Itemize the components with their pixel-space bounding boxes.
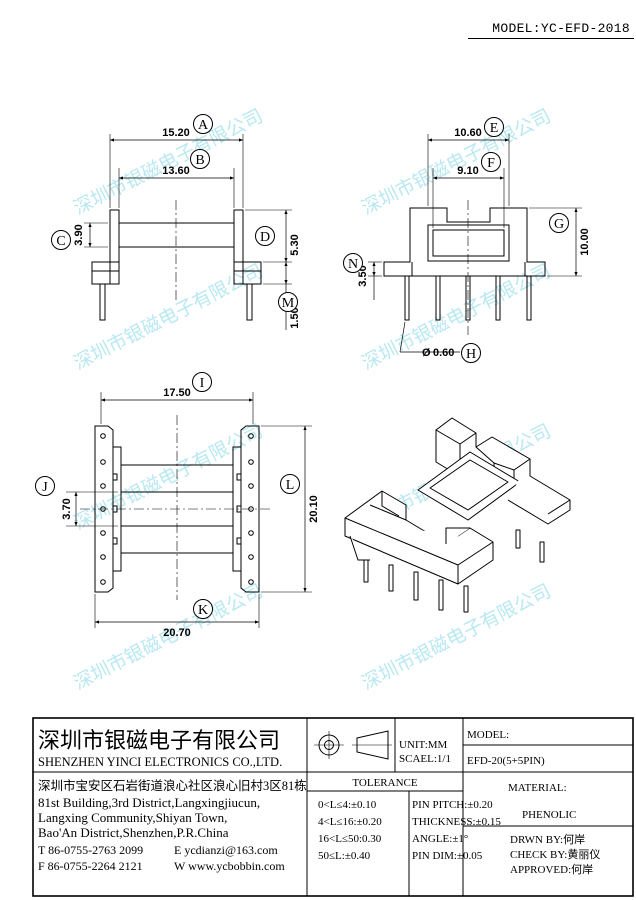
dim-value-g: 10.00: [579, 228, 591, 256]
spec-thickness: THICKNESS:±0.15: [412, 816, 501, 828]
model-underline: [468, 38, 634, 39]
side-view: [84, 134, 292, 330]
tolerance-row-2: 4<L≤16:±0.20: [318, 816, 382, 828]
dim-label-k: K: [198, 603, 208, 618]
dim-label-n-circle: [343, 253, 363, 273]
dim-symbol-h: Ø: [422, 347, 431, 359]
approved-by: APPROVED:何岸: [510, 863, 593, 876]
address-en-line-3: Bao'An District,Shenzhen,P.R.China: [38, 825, 229, 840]
dim-value-d: 5.30: [289, 234, 301, 255]
dim-value-l: 20.10: [308, 495, 320, 523]
address-en-line-2: Langxing Community,Shiyan Town,: [38, 810, 227, 825]
dim-label-c-circle: [51, 230, 71, 250]
dim-value-m: 1.50: [289, 307, 301, 328]
front-view: [368, 134, 582, 353]
check-by: CHECK BY:黄丽仪: [510, 847, 600, 861]
dim-label-m-circle: [278, 292, 298, 312]
dim-label-m: M: [282, 296, 295, 311]
company-name-en: SHENZHEN YINCI ELECTRONICS CO.,LTD.: [38, 755, 282, 769]
watermark: 深圳市银磁电子有限公司: [358, 580, 554, 694]
address-cn: 深圳市宝安区石岩街道浪心社区浪心旧村3区81栋: [38, 778, 307, 793]
tolerance-row-3: 16<L≤50:0.30: [318, 833, 382, 845]
scale: SCAEL:1/1: [399, 753, 451, 765]
dim-label-c: C: [56, 234, 65, 249]
phone: T 86-0755-2763 2099: [38, 843, 143, 857]
fax: F 86-0755-2264 2121: [38, 859, 143, 873]
material-value: PHENOLIC: [522, 809, 576, 821]
dim-label-k-circle: [193, 599, 213, 619]
dim-label-l: L: [286, 478, 295, 493]
dim-value-a: 15.20: [162, 127, 190, 139]
dim-value-n: 3.50: [357, 265, 369, 286]
tolerance-title: TOLERANCE: [352, 777, 417, 789]
dim-label-b-circle: [190, 149, 210, 169]
dim-value-f: 9.10: [457, 165, 478, 177]
tolerance-row-4: 50≤L:±0.40: [318, 850, 371, 862]
dim-label-j-circle: [35, 476, 55, 496]
dim-label-i-circle: [192, 372, 212, 392]
bottom-view-dimension-texts: 17.50 3.70 20.10 20.70: [61, 387, 320, 639]
dimension-label-letters: A B C D M E F G N H I J L K: [42, 118, 564, 618]
dim-label-g-circle: [549, 213, 569, 233]
dim-value-i: 17.50: [163, 387, 191, 399]
dim-label-h-circle: [461, 343, 481, 363]
isometric-view: [344, 417, 571, 613]
email: E ycdianzi@163.com: [174, 843, 278, 857]
dim-value-j: 3.70: [61, 498, 73, 519]
spec-pin-dim: PIN DIM:±0.05: [412, 850, 483, 862]
watermark: 深圳市银磁电子有限公司: [70, 105, 266, 219]
dim-label-f-circle: [481, 152, 501, 172]
dim-label-d: D: [260, 230, 270, 245]
dim-label-j: J: [42, 480, 48, 495]
model-label: MODEL:: [467, 729, 509, 741]
watermark: 深圳市银磁电子有限公司: [358, 105, 554, 219]
dim-label-e-circle: [484, 117, 504, 137]
dim-label-d-circle: [255, 226, 275, 246]
dim-label-n: N: [348, 257, 358, 272]
dim-value-k: 20.70: [163, 627, 191, 639]
address-en-line-1: 81st Building,3rd District,Langxingjiucu…: [38, 795, 260, 810]
dim-label-h: H: [466, 347, 476, 362]
dim-value-e: 10.60: [454, 127, 482, 139]
website: W www.ycbobbin.com: [174, 859, 285, 873]
dim-label-l-circle: [280, 474, 300, 494]
dim-value-c: 3.90: [73, 224, 85, 245]
dim-value-b: 13.60: [162, 165, 190, 177]
unit: UNIT:MM: [399, 739, 448, 751]
watermark: 深圳市银磁电子有限公司: [358, 260, 554, 374]
dim-label-a: A: [198, 118, 209, 133]
dim-label-i: I: [200, 376, 205, 391]
side-view-dimension-texts: 15.20 13.60 3.90 5.30 1.50: [73, 127, 301, 329]
drawing-model-number: MODEL:YC-EFD-2018: [492, 21, 630, 36]
bottom-view: [66, 392, 312, 628]
dim-value-h: 0.60: [433, 347, 454, 359]
dim-label-b: B: [195, 153, 204, 168]
drawn-by: DRWN BY:何岸: [510, 833, 585, 846]
material-label: MATERIAL:: [508, 782, 567, 794]
title-block: 深圳市银磁电子有限公司 SHENZHEN YINCI ELECTRONICS C…: [32, 717, 634, 897]
dimension-label-circles: [35, 114, 569, 619]
spec-pin-pitch: PIN PITCH:±0.20: [412, 799, 493, 811]
model-value: EFD-20(5+5PIN): [467, 755, 545, 767]
dim-label-a-circle: [193, 114, 213, 134]
dim-label-f: F: [487, 156, 495, 171]
dim-label-e: E: [490, 121, 499, 136]
spec-angle: ANGLE:±1°: [412, 833, 468, 845]
tolerance-row-1: 0<L≤4:±0.10: [318, 799, 377, 811]
front-view-dimension-texts: 10.60 9.10 10.00 3.50 Ø 0.60: [357, 127, 591, 359]
dim-label-g: G: [554, 217, 564, 232]
company-name-cn: 深圳市银磁电子有限公司: [38, 728, 280, 753]
